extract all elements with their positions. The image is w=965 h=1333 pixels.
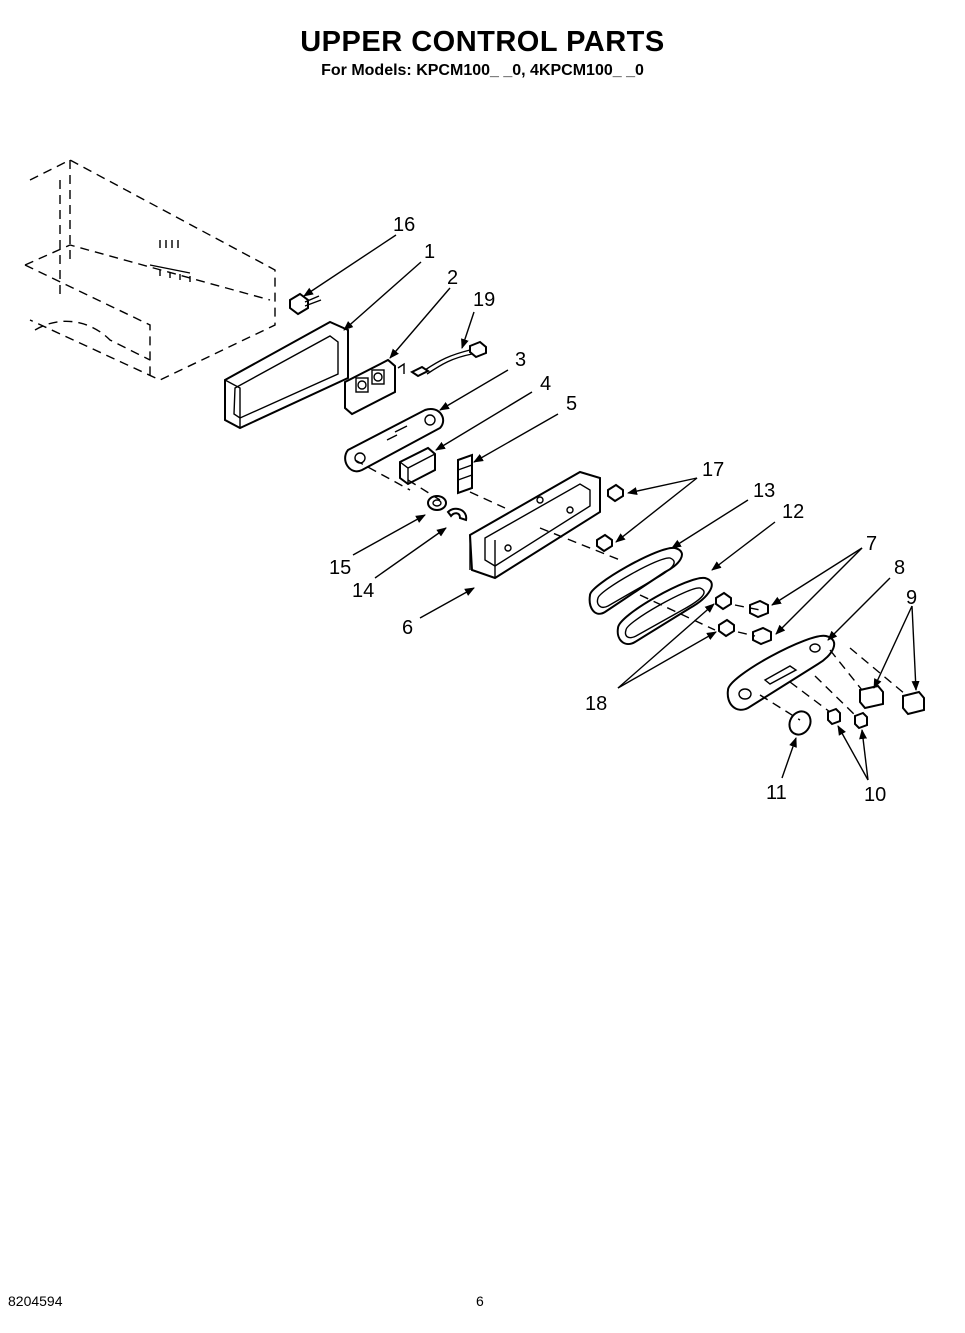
- callout-16: 16: [393, 214, 415, 236]
- callout-13: 13: [753, 480, 775, 502]
- part-18-screws: [715, 591, 735, 638]
- part-2-switch-board: [344, 358, 396, 416]
- part-16-screw: [289, 292, 322, 316]
- callout-3: 3: [515, 349, 526, 371]
- callout-7: 7: [866, 533, 877, 555]
- part-8-faceplate: [726, 634, 836, 711]
- part-12-gasket: [616, 576, 713, 646]
- page-number: 6: [476, 1293, 484, 1309]
- callout-labels: 16 1 2 19 3 4 5 17 13 12 15 14 6 7 8 9 1…: [329, 214, 917, 806]
- leader-lines: [303, 234, 920, 781]
- callout-2: 2: [447, 267, 458, 289]
- callout-18: 18: [585, 693, 607, 715]
- part-5-label: [457, 453, 473, 495]
- callout-1: 1: [424, 241, 435, 263]
- assembly-lines: [354, 459, 906, 721]
- part-13-gasket: [588, 546, 683, 615]
- part-15-collar: [427, 495, 447, 511]
- callout-6: 6: [402, 617, 413, 639]
- part-19-wire-harness: [397, 340, 487, 378]
- part-9-buttons: [859, 684, 925, 716]
- housing-outline: [24, 159, 276, 381]
- part-7-spacers: [749, 599, 772, 646]
- callout-14: 14: [352, 580, 374, 602]
- models-subtitle: For Models: KPCM100_ _0, 4KPCM100_ _0: [321, 62, 644, 79]
- part-14-collar: [446, 507, 468, 522]
- part-6-control-housing: [468, 470, 601, 580]
- callout-11: 11: [766, 782, 787, 804]
- part-4-bracket: [399, 446, 436, 486]
- page-title: UPPER CONTROL PARTS: [300, 26, 665, 58]
- part-11-lens: [788, 710, 812, 736]
- part-10-pins: [827, 707, 868, 730]
- callout-10: 10: [864, 784, 886, 806]
- callout-17: 17: [702, 459, 724, 481]
- document-number: 8204594: [8, 1293, 63, 1309]
- part-3-gasket-plate: [344, 408, 445, 473]
- part-17-screws: [596, 483, 624, 553]
- callout-5: 5: [566, 393, 577, 415]
- callout-4: 4: [540, 373, 551, 395]
- callout-19: 19: [473, 289, 495, 311]
- callout-15: 15: [329, 557, 351, 579]
- callout-8: 8: [894, 557, 905, 579]
- callout-12: 12: [782, 501, 804, 523]
- callout-9: 9: [906, 587, 917, 609]
- part-1-display-window: [224, 320, 349, 430]
